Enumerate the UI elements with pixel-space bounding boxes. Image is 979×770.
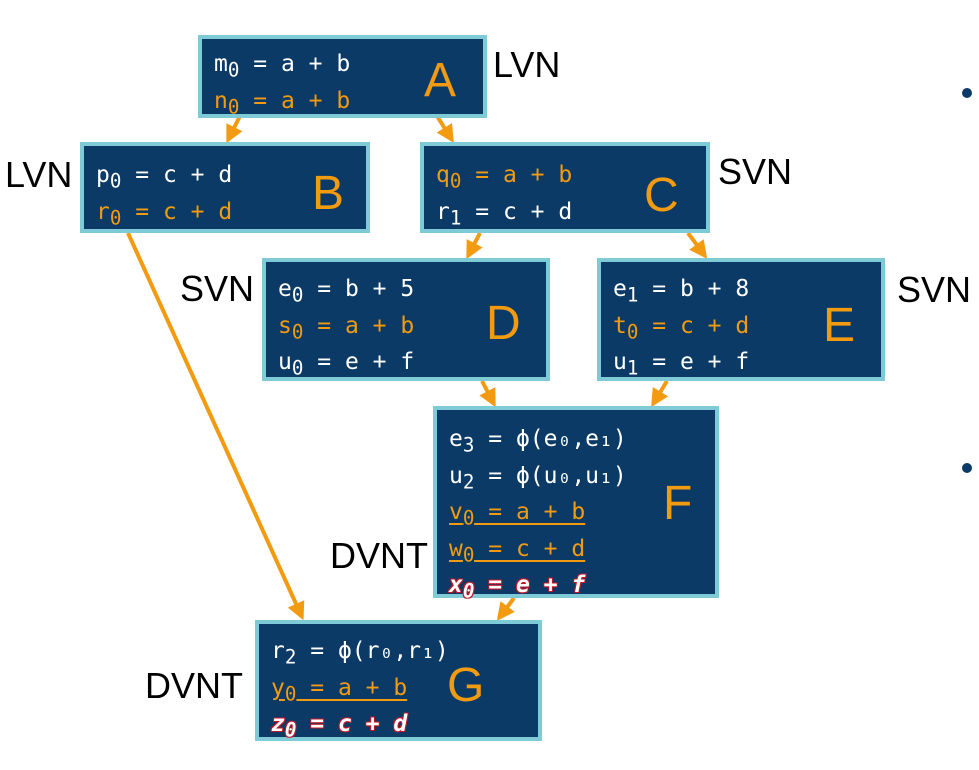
block-d-label: D bbox=[486, 297, 521, 350]
block-c-line-1: q0 = a + b bbox=[436, 162, 573, 193]
block-f: e3 = ϕ(e₀,e₁) u2 = ϕ(u₀,u₁) v0 = a + b w… bbox=[433, 406, 719, 603]
edge-e-to-f bbox=[651, 379, 669, 408]
block-d-method: SVN bbox=[180, 268, 255, 309]
block-c-line-2: r1 = c + d bbox=[436, 198, 573, 230]
block-d-line-3: u0 = e + f bbox=[278, 349, 415, 380]
block-g-line-1: r2 = ϕ(r₀,r₁) bbox=[271, 638, 449, 669]
edge-d-to-f bbox=[479, 380, 496, 408]
block-f-line-1: e3 = ϕ(e₀,e₁) bbox=[449, 426, 627, 457]
block-f-label: F bbox=[663, 477, 693, 530]
block-d-line-2: s0 = a + b bbox=[278, 312, 415, 344]
block-e-line-2: t0 = c + d bbox=[613, 312, 750, 344]
block-g-method: DVNT bbox=[145, 665, 243, 706]
block-b-label: B bbox=[312, 167, 345, 220]
edge-c-to-e bbox=[686, 231, 708, 259]
block-f-method: DVNT bbox=[330, 535, 428, 576]
block-f-line-5: x0 = e + f bbox=[449, 572, 586, 603]
block-a-line-1: m0 = a + b bbox=[214, 51, 351, 82]
edge-a-to-c bbox=[435, 114, 454, 144]
block-d-line-1: e0 = b + 5 bbox=[278, 276, 415, 307]
block-e: e1 = b + 8 t0 = c + d u1 = e + f E bbox=[597, 258, 885, 381]
block-f-line-2: u2 = ϕ(u₀,u₁) bbox=[449, 462, 627, 494]
block-c: q0 = a + b r1 = c + d C bbox=[420, 142, 710, 233]
edge-a-to-b bbox=[226, 115, 243, 144]
block-e-label: E bbox=[823, 299, 856, 352]
block-g-label: G bbox=[447, 659, 485, 712]
block-d: e0 = b + 5 s0 = a + b u0 = e + f D bbox=[262, 258, 550, 381]
block-f-line-3: v0 = a + b bbox=[449, 499, 586, 530]
block-e-line-3: u1 = e + f bbox=[613, 349, 750, 380]
block-f-line-4: w0 = c + d bbox=[449, 535, 586, 567]
block-c-method: SVN bbox=[718, 151, 793, 192]
block-a-label: A bbox=[424, 54, 457, 107]
block-a-method: LVN bbox=[493, 44, 561, 85]
edge-f-to-g bbox=[496, 596, 516, 621]
bullet-marker-1 bbox=[962, 88, 972, 98]
bullet-marker-2 bbox=[962, 463, 972, 473]
edge-b-to-g bbox=[126, 232, 305, 621]
block-a-line-2: n0 = a + b bbox=[214, 87, 351, 119]
block-g: r2 = ϕ(r₀,r₁) y0 = a + b z0 = c + d G bbox=[255, 620, 542, 742]
block-g-line-3: z0 = c + d bbox=[271, 711, 408, 742]
block-e-line-1: e1 = b + 8 bbox=[613, 276, 750, 307]
block-b: p0 = c + d r0 = c + d B bbox=[80, 142, 370, 233]
edge-c-to-d bbox=[466, 232, 483, 260]
block-c-label: C bbox=[644, 169, 679, 222]
block-g-line-2: y0 = a + b bbox=[271, 674, 408, 706]
block-a: m0 = a + b n0 = a + b A bbox=[198, 35, 487, 118]
block-e-method: SVN bbox=[897, 269, 972, 310]
block-b-line-2: r0 = c + d bbox=[96, 198, 233, 230]
block-b-method: LVN bbox=[5, 154, 73, 195]
block-b-line-1: p0 = c + d bbox=[96, 162, 233, 193]
